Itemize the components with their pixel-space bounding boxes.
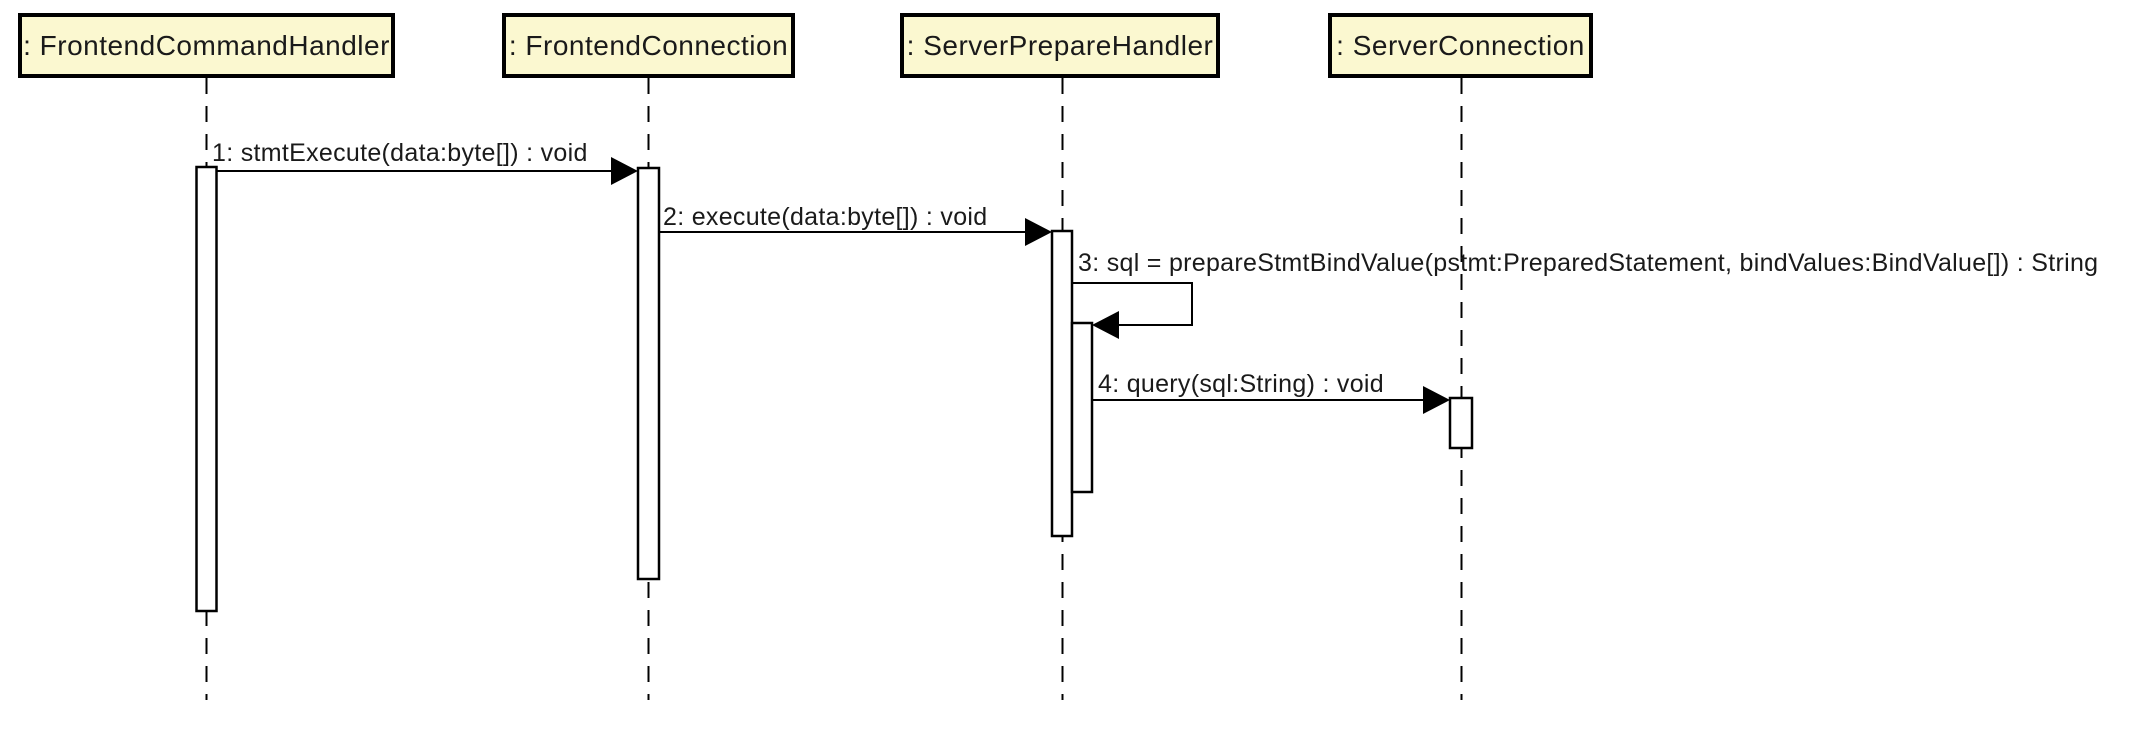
message-arrowhead-4 xyxy=(1423,386,1450,414)
message-label-1: 1: stmtExecute(data:byte[]) : void xyxy=(212,139,588,167)
actor-box-serverpreparehandler: : ServerPrepareHandler xyxy=(900,13,1220,78)
message-label-4: 4: query(sql:String) : void xyxy=(1098,370,1384,398)
message-label-2: 2: execute(data:byte[]) : void xyxy=(663,203,988,231)
actor-box-serverconnection: : ServerConnection xyxy=(1328,13,1593,78)
actor-box-frontendconnection: : FrontendConnection xyxy=(502,13,795,78)
actor-label-serverconnection: : ServerConnection xyxy=(1336,29,1585,61)
message-arrowhead-2 xyxy=(1025,218,1052,246)
actor-box-frontendcommandhandler: : FrontendCommandHandler xyxy=(18,13,395,78)
message-arrowhead-3 xyxy=(1092,311,1119,339)
message-label-3: 3: sql = prepareStmtBindValue(pstmt:Prep… xyxy=(1078,249,2099,277)
activation-bar-frontendcommandhandler xyxy=(195,165,218,613)
message-arrowhead-1 xyxy=(611,157,638,185)
actor-label-frontendcommandhandler: : FrontendCommandHandler xyxy=(23,29,390,61)
message-loop-3 xyxy=(1072,282,1193,326)
activation-bar-serverpreparehandler-nested xyxy=(1070,321,1094,494)
activation-bar-serverconnection xyxy=(1448,396,1474,450)
activation-bar-serverpreparehandler xyxy=(1050,229,1074,538)
activation-bar-frontendconnection xyxy=(636,166,661,581)
actor-label-frontendconnection: : FrontendConnection xyxy=(508,29,789,61)
actor-label-serverpreparehandler: : ServerPrepareHandler xyxy=(906,29,1214,61)
